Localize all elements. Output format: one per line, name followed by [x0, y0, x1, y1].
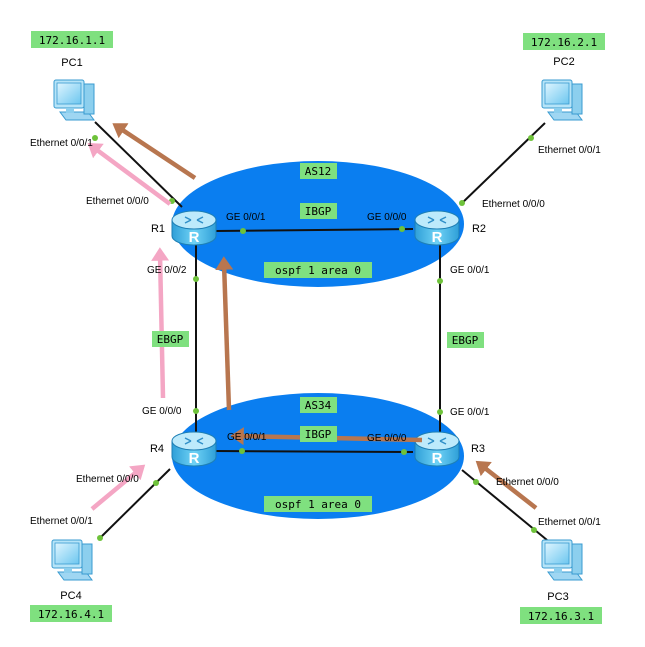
link-r4-pc4 [99, 468, 171, 539]
port-dot [399, 226, 405, 232]
router-glyph: R [432, 229, 443, 246]
as34-tag [300, 397, 337, 413]
route-arrow-r1-to-pc1-pink [87, 142, 172, 206]
pc2-icon[interactable] [541, 79, 583, 121]
r2-name: R2 [472, 223, 486, 235]
ebgp-left-label: EBGP [157, 333, 184, 346]
r1-ge002-label: GE 0/0/2 [147, 265, 187, 276]
r2-eth-label: Ethernet 0/0/0 [482, 199, 545, 210]
router-r4[interactable]: R [171, 431, 217, 467]
r2-ge001-label: GE 0/0/1 [450, 265, 490, 276]
ospf-top-tag [264, 262, 372, 278]
link-r1-r2 [214, 228, 414, 232]
r4-eth-label: Ethernet 0/0/0 [76, 474, 139, 485]
pc3-icon[interactable] [541, 539, 583, 581]
ebgp-left-tag [152, 331, 189, 347]
as34-label: AS34 [305, 399, 332, 412]
as12-label: AS12 [305, 165, 332, 178]
ibgp-top-label: IBGP [305, 205, 332, 218]
ospf-bottom-tag [264, 496, 372, 512]
link-pc1-r1 [94, 121, 183, 208]
router-glyph: R [432, 450, 443, 467]
route-arrow-r4-to-r1 [215, 256, 234, 411]
port-dot [528, 135, 534, 141]
r2-ge000-label: GE 0/0/0 [367, 212, 407, 223]
pc1-name: PC1 [61, 57, 82, 69]
route-arrow-r1-to-pc1 [112, 123, 197, 180]
r1-name: R1 [151, 223, 165, 235]
r1-ge001-label: GE 0/0/1 [226, 212, 266, 223]
pc3-ip: 172.16.3.1 [528, 610, 594, 623]
as12-area [172, 161, 464, 287]
r4-ge000-label: GE 0/0/0 [142, 406, 182, 417]
ibgp-bottom-label: IBGP [305, 428, 332, 441]
port-dot [459, 200, 465, 206]
as12-tag [300, 163, 337, 179]
pc1-eth-label: Ethernet 0/0/1 [30, 138, 93, 149]
pc1-icon[interactable] [53, 79, 95, 121]
r1-eth-label: Ethernet 0/0/0 [86, 196, 149, 207]
pc1-ip-tag [31, 31, 113, 48]
pc4-name: PC4 [60, 590, 81, 602]
pc3-name: PC3 [547, 591, 568, 603]
pc1-ip: 172.16.1.1 [39, 34, 105, 47]
port-dot [531, 527, 537, 533]
port-dot [240, 228, 246, 234]
link-r4-r3 [214, 450, 414, 453]
pc2-ip: 172.16.2.1 [531, 36, 597, 49]
r4-name: R4 [150, 443, 164, 455]
router-r2[interactable]: R [414, 210, 460, 246]
route-arrow-pc4-to-r4-pink [90, 464, 146, 511]
port-dot [193, 276, 199, 282]
port-dot [437, 409, 443, 415]
as34-area [172, 393, 464, 519]
ebgp-right-tag [447, 332, 484, 348]
route-arrow-r4-to-r1-pink [151, 247, 170, 399]
pc3-eth-label: Ethernet 0/0/1 [538, 517, 601, 528]
r3-eth-label: Ethernet 0/0/0 [496, 477, 559, 488]
port-dot [473, 479, 479, 485]
port-dot [437, 278, 443, 284]
r3-ge001-label: GE 0/0/1 [450, 407, 490, 418]
pc4-icon[interactable] [51, 539, 93, 581]
router-glyph: R [189, 450, 200, 467]
route-arrow-pc3-to-r3 [475, 460, 538, 510]
r3-name: R3 [471, 443, 485, 455]
ibgp-bottom-tag [300, 426, 337, 442]
router-glyph: R [189, 229, 200, 246]
pc4-ip: 172.16.4.1 [38, 608, 104, 621]
ibgp-top-tag [300, 203, 337, 219]
port-dot [153, 480, 159, 486]
router-r1[interactable]: R [171, 210, 217, 246]
ebgp-right-label: EBGP [452, 334, 479, 347]
pc3-ip-tag [520, 607, 602, 624]
port-dot [239, 448, 245, 454]
pc2-name: PC2 [553, 56, 574, 68]
port-dot [193, 408, 199, 414]
port-dot [97, 535, 103, 541]
port-dot [401, 449, 407, 455]
port-dot [92, 135, 98, 141]
pc4-ip-tag [30, 605, 112, 622]
r4-ge001-label: GE 0/0/1 [227, 432, 267, 443]
router-r3[interactable]: R [414, 431, 460, 467]
pc2-eth-label: Ethernet 0/0/1 [538, 145, 601, 156]
r3-ge000-label: GE 0/0/0 [367, 433, 407, 444]
ospf-top-label: ospf 1 area 0 [275, 264, 361, 277]
pc4-eth-label: Ethernet 0/0/1 [30, 516, 93, 527]
ospf-bottom-label: ospf 1 area 0 [275, 498, 361, 511]
pc2-ip-tag [523, 33, 605, 50]
